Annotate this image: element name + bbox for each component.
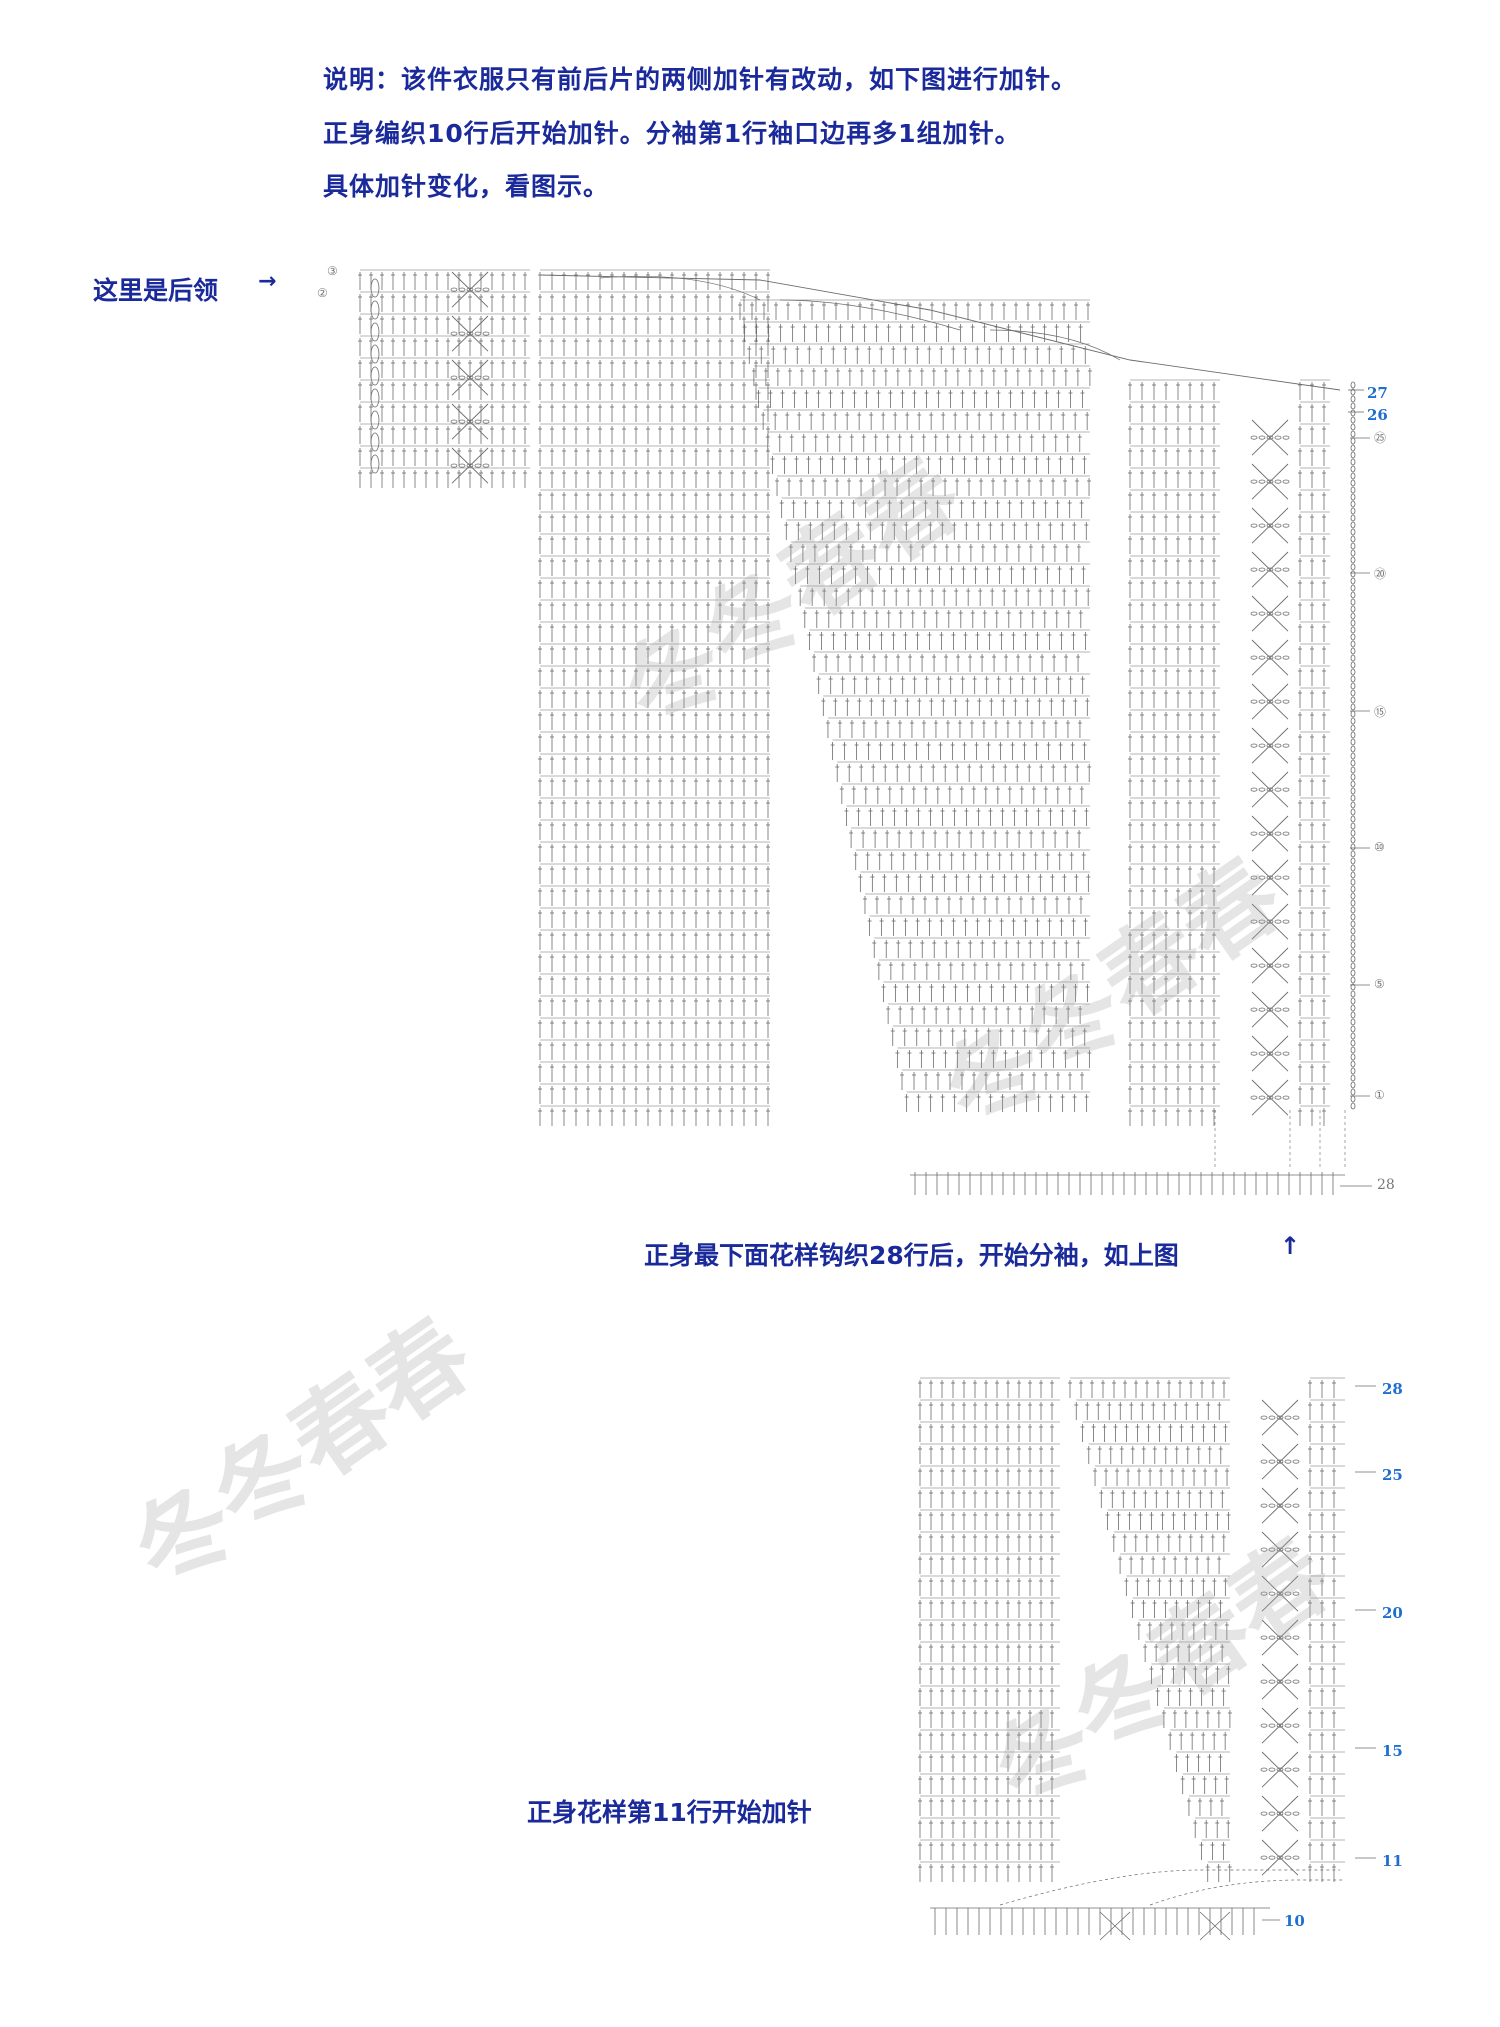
top-chart-grid bbox=[358, 269, 1372, 1195]
back-neck-arrow-icon: → bbox=[258, 269, 277, 294]
bottom-row-label-28: 28 bbox=[1382, 1380, 1403, 1398]
top-marker-15: ⑮ bbox=[1374, 705, 1387, 719]
bottom-chart-grid bbox=[918, 1377, 1376, 1941]
top-left-marker-2: ② bbox=[317, 286, 328, 300]
split-sleeve-arrow-icon: ↑ bbox=[1280, 1232, 1301, 1260]
instruction-line-1: 说明：该件衣服只有前后片的两侧加针有改动，如下图进行加针。 bbox=[323, 65, 1078, 94]
top-marker-25: ㉕ bbox=[1374, 431, 1387, 445]
top-bottom-row-label-28: 28 bbox=[1377, 1177, 1395, 1193]
top-marker-1: ① bbox=[1374, 1088, 1385, 1102]
top-left-marker-3: ③ bbox=[327, 264, 338, 278]
bottom-row-label-15: 15 bbox=[1382, 1742, 1403, 1760]
top-row-label-27: 27 bbox=[1367, 384, 1388, 402]
bottom-row-label-20: 20 bbox=[1382, 1604, 1403, 1622]
body-increase-label: 正身花样第11行开始加针 bbox=[527, 1798, 812, 1827]
top-row-label-26: 26 bbox=[1367, 406, 1388, 424]
top-marker-10: ⑩ bbox=[1374, 840, 1385, 854]
top-marker-20: ⑳ bbox=[1374, 567, 1387, 581]
instruction-line-3: 具体加针变化，看图示。 bbox=[323, 172, 610, 201]
bottom-row-label-25: 25 bbox=[1382, 1466, 1403, 1484]
top-marker-5: ⑤ bbox=[1374, 977, 1385, 991]
back-neck-label: 这里是后领 bbox=[93, 276, 219, 305]
split-sleeve-label: 正身最下面花样钩织28行后，开始分袖，如上图 bbox=[644, 1241, 1179, 1270]
instruction-line-2: 正身编织10行后开始加针。分袖第1行袖口边再多1组加针。 bbox=[323, 119, 1021, 148]
bottom-row-label-11: 11 bbox=[1382, 1852, 1403, 1870]
bottom-row-label-10: 10 bbox=[1284, 1912, 1305, 1930]
